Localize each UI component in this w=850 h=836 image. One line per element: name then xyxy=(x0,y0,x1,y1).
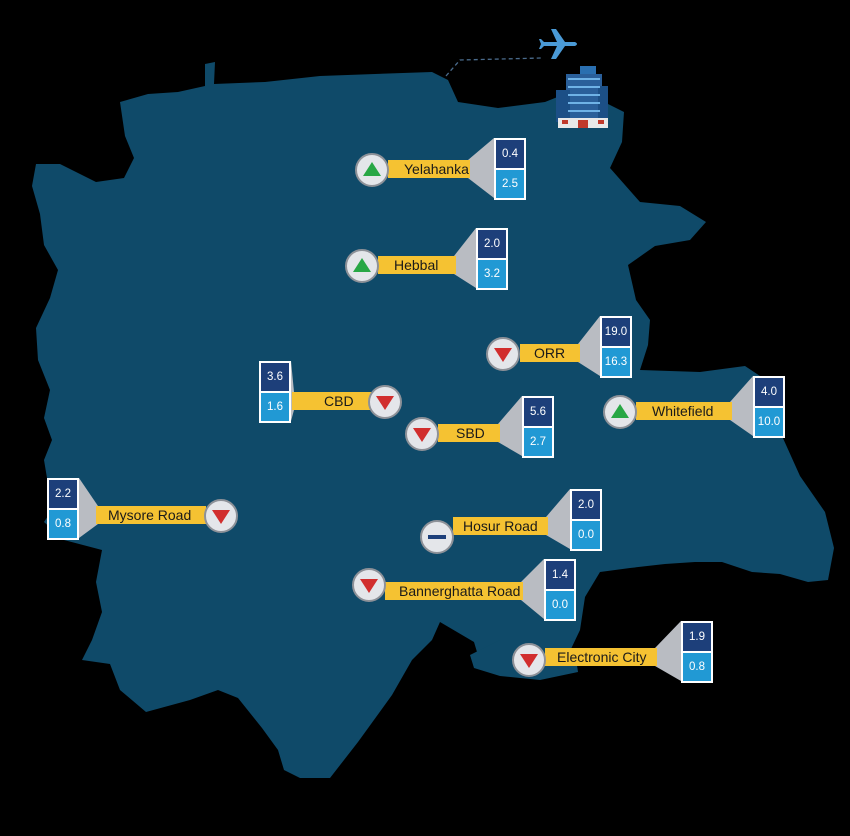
location-label-yelahanka: Yelahanka xyxy=(388,160,470,178)
location-name: Hebbal xyxy=(394,257,439,273)
top-value: 2.0 xyxy=(572,491,600,521)
location-label-cbd: CBD xyxy=(292,392,392,410)
location-name: Whitefield xyxy=(652,403,714,419)
trend-badge-mysore-road xyxy=(204,499,238,533)
trend-badge-yelahanka xyxy=(355,153,389,187)
trend-badge-orr xyxy=(486,337,520,371)
location-label-mysore-road: Mysore Road xyxy=(96,506,206,524)
top-value: 1.4 xyxy=(546,561,574,591)
trend-badge-bannerghatta-road xyxy=(352,568,386,602)
triangle-down-icon xyxy=(360,579,378,593)
top-value: 19.0 xyxy=(602,318,630,348)
bottom-value: 0.0 xyxy=(572,521,600,549)
location-label-sbd: SBD xyxy=(438,424,500,442)
bottom-value: 2.5 xyxy=(496,170,524,198)
trend-badge-electronic-city xyxy=(512,643,546,677)
top-value: 4.0 xyxy=(755,378,783,408)
location-label-hosur-road: Hosur Road xyxy=(453,517,548,535)
location-label-bannerghatta-road: Bannerghatta Road xyxy=(385,582,523,600)
top-value: 3.6 xyxy=(261,363,289,393)
bottom-value: 10.0 xyxy=(755,408,783,436)
top-value: 5.6 xyxy=(524,398,552,428)
triangle-down-icon xyxy=(376,396,394,410)
bottom-value: 0.8 xyxy=(683,653,711,681)
bottom-value: 0.0 xyxy=(546,591,574,619)
triangle-up-icon xyxy=(611,404,629,418)
trend-badge-whitefield xyxy=(603,395,637,429)
city-region-shape xyxy=(32,62,834,778)
top-value: 2.2 xyxy=(49,480,77,510)
dash-icon xyxy=(428,535,446,539)
location-name: Hosur Road xyxy=(463,518,538,534)
triangle-up-icon xyxy=(353,258,371,272)
funnel-connector-bannerghatta-road xyxy=(521,559,544,619)
trend-badge-sbd xyxy=(405,417,439,451)
bottom-value: 3.2 xyxy=(478,260,506,288)
triangle-down-icon xyxy=(520,654,538,668)
trend-badge-hosur-road xyxy=(420,520,454,554)
location-name: ORR xyxy=(534,345,566,361)
location-label-orr: ORR xyxy=(520,344,580,362)
airplane-icon xyxy=(539,29,577,59)
location-name: SBD xyxy=(456,425,485,441)
location-name: Mysore Road xyxy=(108,507,192,523)
funnel-connector-mysore-road xyxy=(79,478,98,538)
top-value: 0.4 xyxy=(496,140,524,170)
funnel-connector-orr xyxy=(578,316,600,376)
funnel-connector-hosur-road xyxy=(546,489,570,549)
funnel-connector-whitefield xyxy=(730,376,753,436)
location-name: Bannerghatta Road xyxy=(399,583,521,599)
bottom-value: 0.8 xyxy=(49,510,77,538)
top-value: 1.9 xyxy=(683,623,711,653)
location-label-hebbal: Hebbal xyxy=(378,256,456,274)
bottom-value: 1.6 xyxy=(261,393,289,421)
trend-badge-cbd xyxy=(368,385,402,419)
location-label-electronic-city: Electronic City xyxy=(545,648,657,666)
triangle-up-icon xyxy=(363,162,381,176)
triangle-down-icon xyxy=(212,510,230,524)
triangle-down-icon xyxy=(413,428,431,442)
funnel-connector-yelahanka xyxy=(468,138,494,198)
location-name: Electronic City xyxy=(557,649,647,665)
funnel-connector-sbd xyxy=(498,396,522,456)
bottom-value: 16.3 xyxy=(602,348,630,376)
bottom-value: 2.7 xyxy=(524,428,552,456)
airport-dashed-link xyxy=(445,57,543,77)
location-name: Yelahanka xyxy=(404,161,469,177)
location-name: CBD xyxy=(324,393,354,409)
trend-badge-hebbal xyxy=(345,249,379,283)
triangle-down-icon xyxy=(494,348,512,362)
funnel-connector-electronic-city xyxy=(655,621,681,681)
office-building-icon xyxy=(556,66,608,128)
top-value: 2.0 xyxy=(478,230,506,260)
funnel-connector-hebbal xyxy=(454,228,476,288)
location-label-whitefield: Whitefield xyxy=(636,402,732,420)
